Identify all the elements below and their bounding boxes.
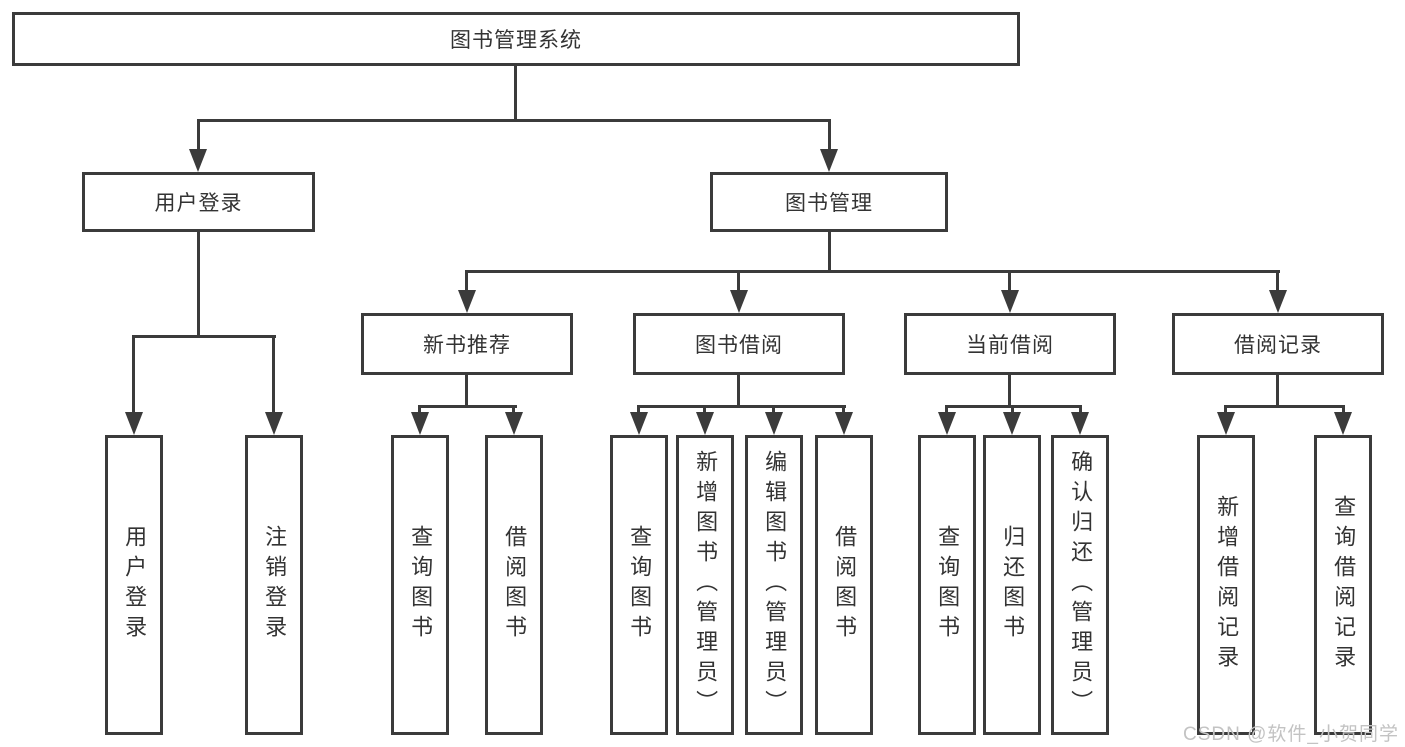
node-library-management-system: 图书管理系统 bbox=[12, 12, 1020, 66]
connector-br-vertical bbox=[1276, 375, 1279, 407]
node-label: 图书借阅 bbox=[695, 334, 783, 357]
arrowhead-book-management bbox=[820, 149, 838, 172]
connector-root-vertical bbox=[514, 66, 517, 120]
node-user-login: 用户登录 bbox=[82, 172, 315, 232]
leaf-nb-borrow-books: 借阅图书 bbox=[485, 435, 543, 735]
leaf-cb-return-books: 归还图书 bbox=[983, 435, 1041, 735]
connector-stem-book-borrow bbox=[737, 270, 740, 292]
connector-user-login-vertical bbox=[197, 232, 200, 337]
node-label: 新书推荐 bbox=[423, 334, 511, 357]
arrowhead-bb-edit bbox=[765, 412, 783, 435]
arrowhead-nb-query bbox=[411, 412, 429, 435]
leaf-bb-borrow-books: 借阅图书 bbox=[815, 435, 873, 735]
connector-stem-leaf-user-login bbox=[132, 335, 135, 414]
leaf-cb-confirm-return-admin: 确认归还（管理员） bbox=[1051, 435, 1109, 735]
node-borrow-record: 借阅记录 bbox=[1172, 313, 1384, 375]
connector-stem-cb-confirm bbox=[1079, 405, 1082, 415]
connector-stem-br-add bbox=[1224, 405, 1227, 415]
node-label: 当前借阅 bbox=[966, 334, 1054, 357]
connector-stem-bb-borrow bbox=[842, 405, 845, 415]
connector-root-horizontal bbox=[197, 119, 831, 122]
node-current-borrow: 当前借阅 bbox=[904, 313, 1116, 375]
connector-nb-vertical bbox=[465, 375, 468, 407]
node-label: 借阅记录 bbox=[1234, 334, 1322, 357]
connector-bb-horizontal bbox=[637, 405, 846, 408]
leaf-br-query-record: 查询借阅记录 bbox=[1314, 435, 1372, 735]
connector-bb-vertical bbox=[737, 375, 740, 407]
leaf-user-login: 用户登录 bbox=[105, 435, 163, 735]
node-book-management: 图书管理 bbox=[710, 172, 948, 232]
arrowhead-user-login bbox=[189, 149, 207, 172]
arrowhead-leaf-logout bbox=[265, 412, 283, 435]
arrowhead-bb-borrow bbox=[835, 412, 853, 435]
leaf-bb-edit-books-admin: 编辑图书（管理员） bbox=[745, 435, 803, 735]
leaf-label: 查询借阅记录 bbox=[1331, 495, 1357, 675]
leaf-cb-query-books: 查询图书 bbox=[918, 435, 976, 735]
leaf-br-add-record: 新增借阅记录 bbox=[1197, 435, 1255, 735]
leaf-label: 新增借阅记录 bbox=[1214, 495, 1240, 675]
connector-stem-leaf-logout bbox=[272, 335, 275, 414]
arrowhead-bb-add bbox=[696, 412, 714, 435]
leaf-label: 借阅图书 bbox=[832, 525, 858, 645]
leaf-bb-query-books: 查询图书 bbox=[610, 435, 668, 735]
connector-stem-user-login bbox=[197, 119, 200, 151]
arrowhead-leaf-user-login bbox=[125, 412, 143, 435]
leaf-label: 借阅图书 bbox=[502, 525, 528, 645]
leaf-label: 查询图书 bbox=[408, 525, 434, 645]
node-new-book-recommend: 新书推荐 bbox=[361, 313, 573, 375]
leaf-label: 查询图书 bbox=[935, 525, 961, 645]
connector-stem-bb-query bbox=[637, 405, 640, 415]
connector-br-horizontal bbox=[1224, 405, 1345, 408]
connector-stem-bb-edit bbox=[772, 405, 775, 415]
node-label: 用户登录 bbox=[154, 192, 243, 215]
leaf-label: 用户登录 bbox=[122, 525, 148, 645]
connector-user-login-horizontal bbox=[132, 335, 276, 338]
connector-cb-vertical bbox=[1008, 375, 1011, 407]
arrowhead-bb-query bbox=[630, 412, 648, 435]
arrowhead-cb-query bbox=[938, 412, 956, 435]
arrowhead-book-borrow bbox=[730, 290, 748, 313]
connector-stem-cb-return bbox=[1011, 405, 1014, 415]
arrowhead-borrow-record bbox=[1269, 290, 1287, 313]
connector-stem-nb-query bbox=[418, 405, 421, 415]
node-label: 图书管理 bbox=[785, 192, 873, 215]
leaf-bb-add-books-admin: 新增图书（管理员） bbox=[676, 435, 734, 735]
arrowhead-br-add bbox=[1217, 412, 1235, 435]
arrowhead-br-query bbox=[1334, 412, 1352, 435]
connector-book-management-horizontal bbox=[465, 270, 1280, 273]
leaf-logout: 注销登录 bbox=[245, 435, 303, 735]
csdn-watermark: CSDN @软件_小贺同学 bbox=[1183, 724, 1399, 745]
connector-stem-book-management bbox=[828, 119, 831, 151]
node-book-borrow: 图书借阅 bbox=[633, 313, 845, 375]
leaf-label: 查询图书 bbox=[627, 525, 653, 645]
connector-nb-horizontal bbox=[418, 405, 517, 408]
connector-stem-bb-add bbox=[703, 405, 706, 415]
arrowhead-cb-return bbox=[1003, 412, 1021, 435]
arrowhead-current-borrow bbox=[1001, 290, 1019, 313]
leaf-label: 注销登录 bbox=[262, 525, 288, 645]
leaf-nb-query-books: 查询图书 bbox=[391, 435, 449, 735]
arrowhead-new-book-recommend bbox=[458, 290, 476, 313]
leaf-label: 确认归还（管理员） bbox=[1068, 450, 1094, 720]
node-label: 图书管理系统 bbox=[450, 29, 582, 52]
arrowhead-cb-confirm bbox=[1071, 412, 1089, 435]
leaf-label: 编辑图书（管理员） bbox=[762, 450, 788, 720]
connector-stem-new-book-recommend bbox=[465, 270, 468, 292]
connector-stem-current-borrow bbox=[1008, 270, 1011, 292]
leaf-label: 新增图书（管理员） bbox=[693, 450, 719, 720]
connector-stem-br-query bbox=[1342, 405, 1345, 415]
arrowhead-nb-borrow bbox=[505, 412, 523, 435]
connector-stem-borrow-record bbox=[1276, 270, 1279, 292]
connector-stem-cb-query bbox=[945, 405, 948, 415]
connector-stem-nb-borrow bbox=[512, 405, 515, 415]
connector-book-management-vertical bbox=[828, 232, 831, 273]
leaf-label: 归还图书 bbox=[1000, 525, 1026, 645]
